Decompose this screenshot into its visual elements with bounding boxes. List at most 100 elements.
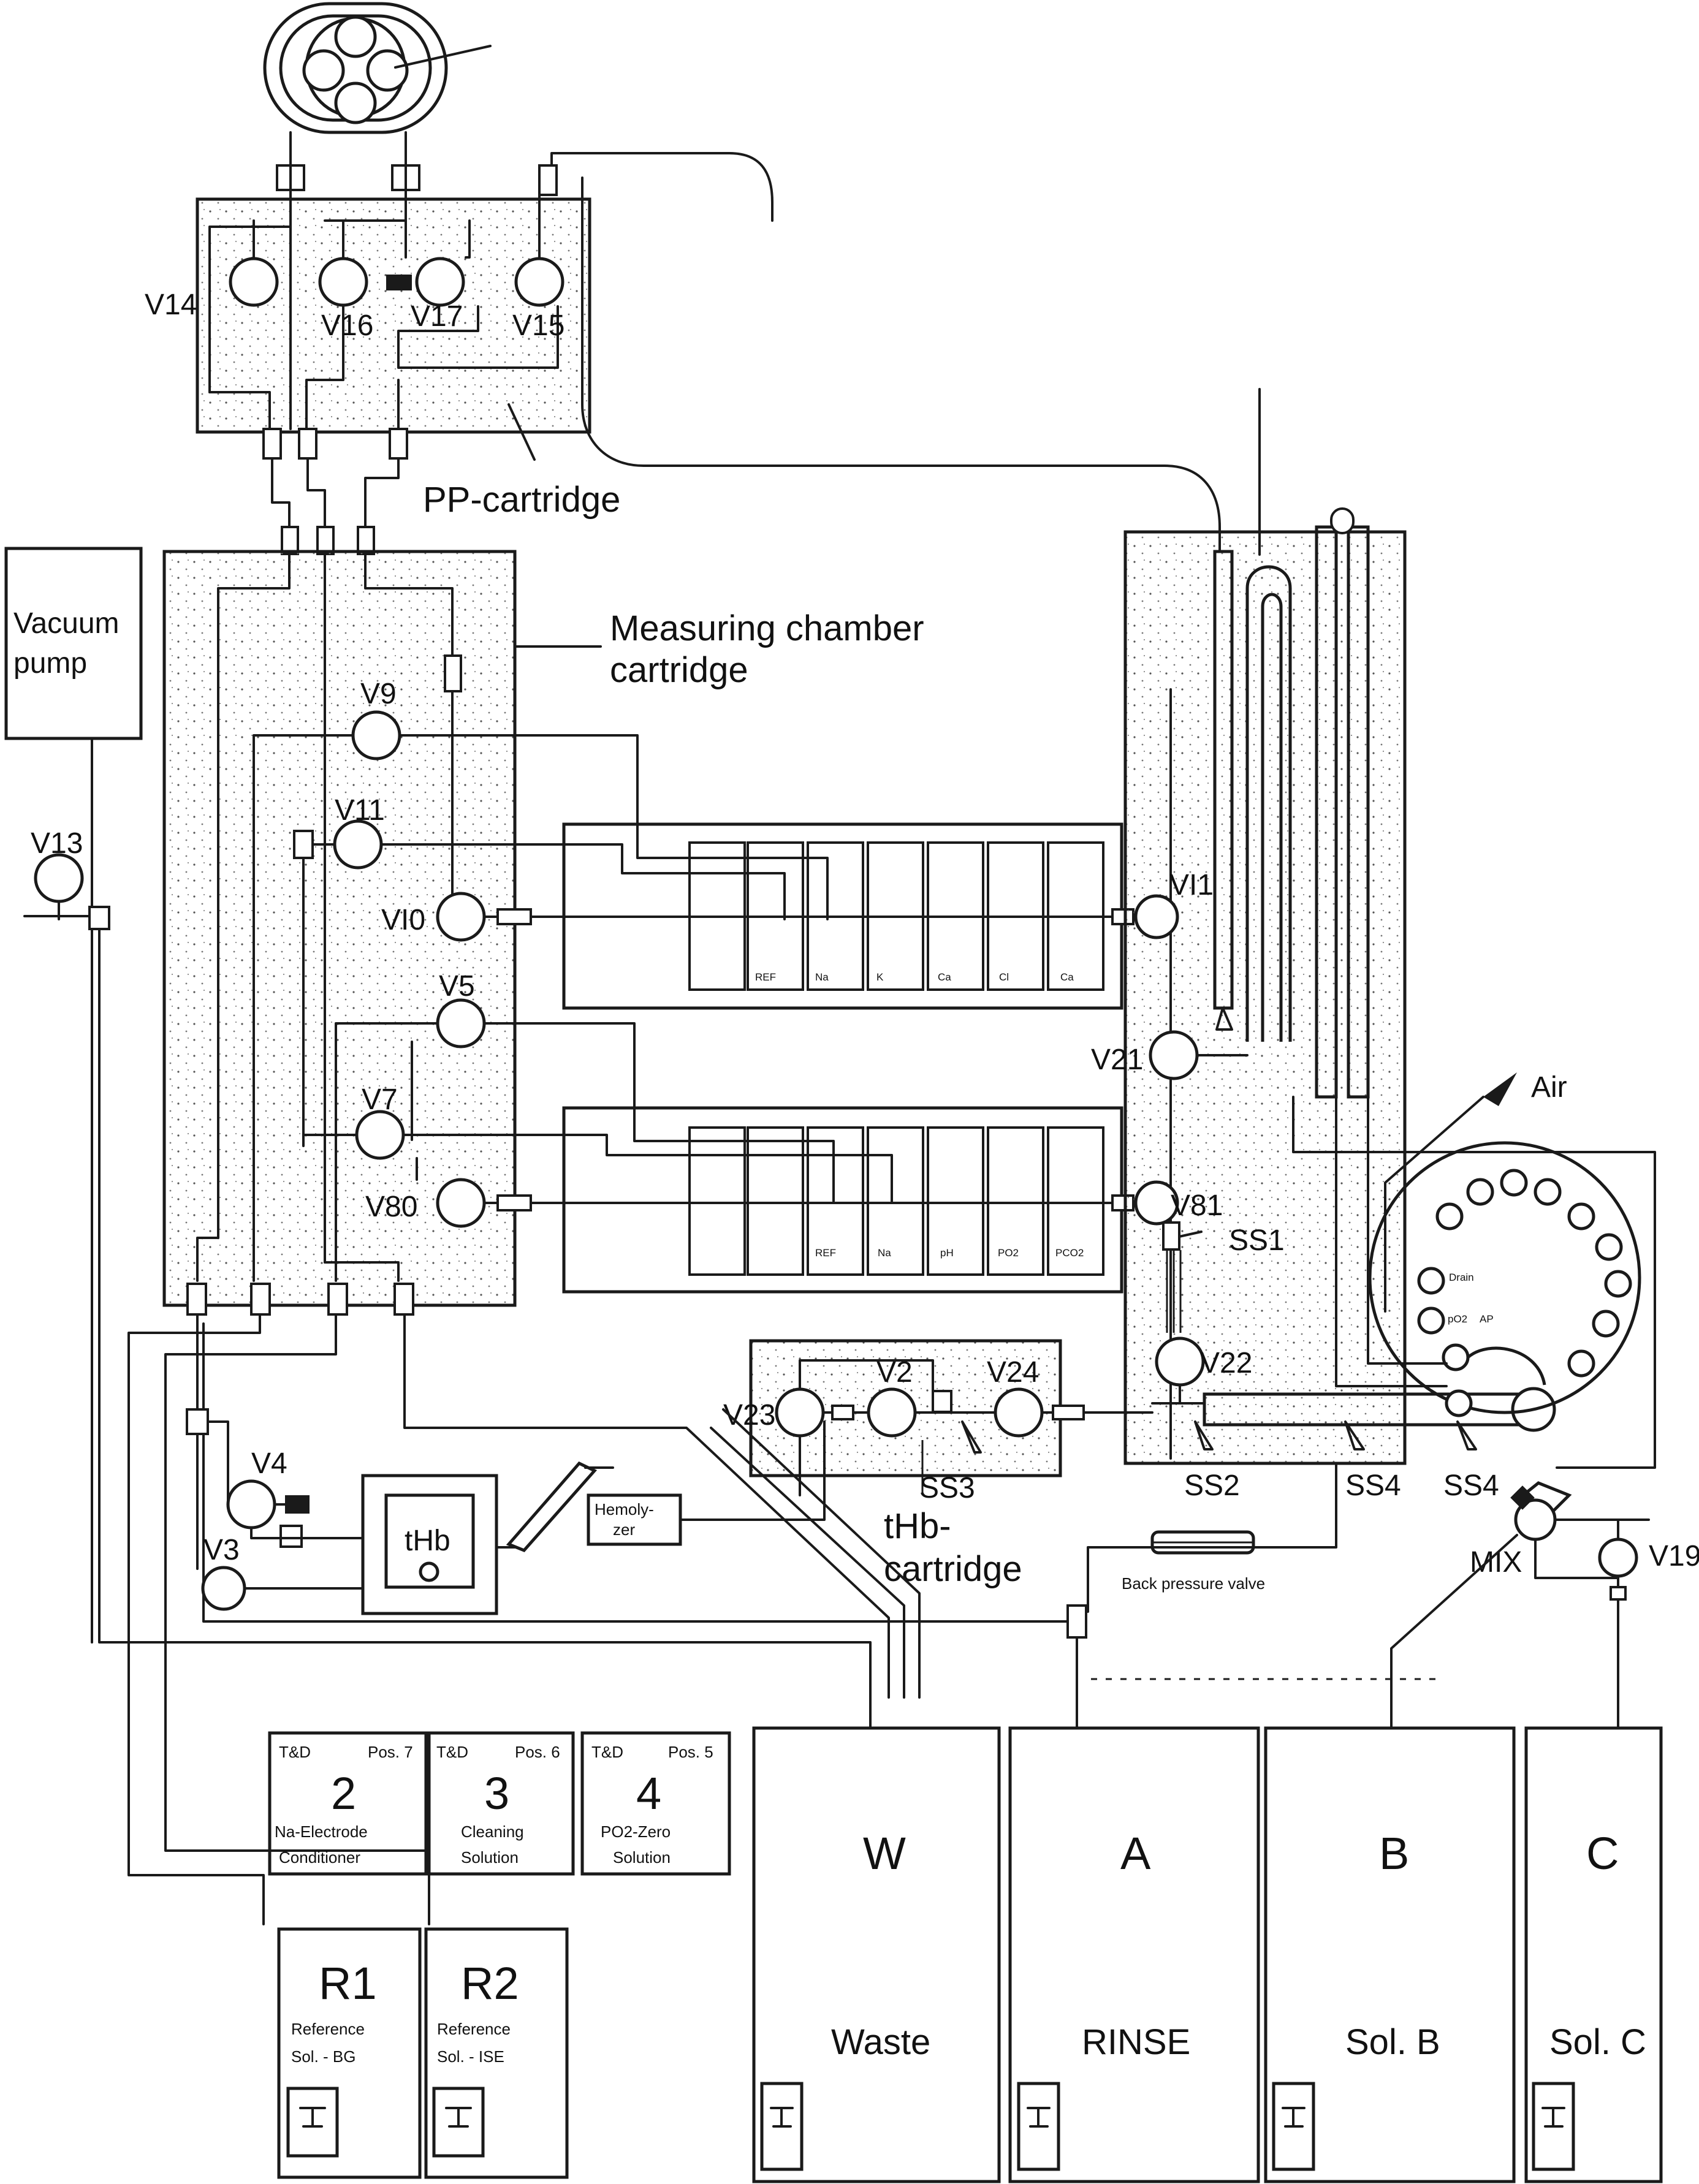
carousel-po2-label: pO2 [1448, 1313, 1467, 1325]
valve-v19 [1598, 1538, 1638, 1578]
td3-number: 4 [636, 1768, 661, 1819]
valve-v2 [867, 1387, 917, 1438]
v81-label: V81 [1171, 1189, 1223, 1222]
v9-label: V9 [360, 678, 397, 710]
td1-line1: Na-Electrode [275, 1822, 368, 1841]
v13-label: V13 [31, 827, 83, 860]
bottle-a-letter: A [1120, 1828, 1151, 1879]
valve-v11 [333, 819, 383, 870]
electrode-module-bottom: REF Na pH PO2 PCO2 [562, 1106, 1135, 1294]
electrode-bottom-2: Na [878, 1247, 891, 1259]
electrode-top-1: REF [755, 971, 776, 983]
td1-header-b: Pos. 7 [368, 1743, 413, 1761]
valve-v3 [201, 1566, 246, 1611]
peristaltic-pump [263, 2, 492, 191]
vacuum-pump-label-1: Vacuum [13, 607, 120, 640]
v5-label: V5 [439, 970, 475, 1003]
td3-header-a: T&D [591, 1743, 623, 1761]
back-pressure-valve-label: Back pressure valve [1122, 1574, 1265, 1593]
measuring-chamber-label-2: cartridge [610, 650, 748, 690]
vi1-label: VI1 [1169, 869, 1214, 901]
r1-code: R1 [319, 1958, 377, 2009]
td1-header-a: T&D [279, 1743, 311, 1761]
ss1-label: SS1 [1229, 1224, 1285, 1257]
v10-label: VI0 [381, 904, 425, 936]
mix-valve-assembly: MIX V19 Back pressure valve [202, 1322, 1699, 1699]
preheater-cartridge: V21 VI1 V81 SS1 V22 SS2 SS4 SS4 [581, 176, 1556, 1533]
pp-cartridge: V14 V16 V17 V15 PP-cartridge [145, 131, 773, 520]
pp-cartridge-label: PP-cartridge [423, 480, 620, 520]
r2-code: R2 [461, 1958, 519, 2009]
electrode-top-2: Na [815, 971, 829, 983]
electrode-bottom-1: REF [815, 1247, 836, 1259]
mix-label: MIX [1470, 1546, 1522, 1579]
td2-line2: Solution [461, 1848, 519, 1867]
bottle-c-letter: C [1586, 1828, 1619, 1879]
td2-header-b: Pos. 6 [515, 1743, 560, 1761]
vacuum-pump: Vacuum pump V13 [4, 547, 872, 1729]
valve-v4 [226, 1479, 276, 1530]
v15-label: V15 [512, 309, 564, 342]
valve-v10 [436, 892, 486, 942]
thb-label: tHb [405, 1525, 450, 1557]
v19-label: V19 [1649, 1540, 1699, 1572]
electrode-top-4: Ca [938, 971, 951, 983]
electrode-bottom-5: PCO2 [1055, 1247, 1084, 1259]
reference-solutions: R1 Reference Sol. - BG R2 Reference Sol.… [277, 1927, 569, 2179]
measuring-chamber-cartridge: Measuring chamber cartridge V9 V11 VI0 V… [162, 550, 1114, 1316]
valve-v22 [1155, 1337, 1205, 1387]
air-label: Air [1531, 1071, 1567, 1104]
td1-number: 2 [331, 1768, 356, 1819]
carousel-ap-label: AP [1480, 1313, 1494, 1325]
electrode-bottom-4: PO2 [998, 1247, 1019, 1259]
hemoglobin-unit: V4 V3 tHb Hemoly- zer [186, 1313, 691, 1615]
valve-v21 [1149, 1030, 1199, 1080]
bottles: W Waste A RINSE B Sol. B C Sol. C [752, 1726, 1663, 2183]
thb-cartridge: V23 V2 V24 SS3 tHb- cartridge [688, 1339, 1154, 1589]
r1-line1: Reference [291, 2020, 365, 2038]
electrode-bottom-3: pH [940, 1247, 954, 1259]
bottle-w-name: Waste [831, 2022, 930, 2062]
valve-v16 [318, 257, 368, 307]
valve-v24 [994, 1387, 1044, 1438]
electrode-top-3: K [876, 971, 884, 983]
td2-header-a: T&D [436, 1743, 468, 1761]
ss4b-label: SS4 [1443, 1469, 1499, 1502]
v4-label: V4 [251, 1447, 287, 1480]
v7-label: V7 [362, 1083, 398, 1116]
hemolyzer-label-1: Hemoly- [595, 1500, 654, 1519]
v24-label: V24 [987, 1356, 1039, 1389]
v21-label: V21 [1091, 1044, 1143, 1076]
td3-header-b: Pos. 5 [668, 1743, 713, 1761]
thb-cartridge-label-2: cartridge [884, 1549, 1022, 1589]
td-positions: T&D Pos. 7 2 Na-Electrode Conditioner T&… [268, 1731, 731, 1876]
measuring-chamber-label-1: Measuring chamber [610, 609, 924, 648]
r1-line2: Sol. - BG [291, 2047, 355, 2066]
v22-label: V22 [1200, 1347, 1252, 1379]
valve-v5 [436, 998, 486, 1048]
v16-label: V16 [321, 309, 373, 342]
v11-label: V11 [335, 794, 385, 827]
td2-number: 3 [484, 1768, 509, 1819]
thb-cartridge-label-1: tHb- [884, 1506, 951, 1546]
v17-label: V17 [411, 300, 463, 333]
v23-label: V23 [723, 1399, 775, 1431]
valve-v9 [351, 710, 401, 760]
carousel-drain-label: Drain [1449, 1272, 1474, 1283]
v14-label: V14 [145, 289, 197, 321]
bottle-b-letter: B [1379, 1828, 1409, 1879]
valve-vi1 [1134, 894, 1179, 939]
electrode-top-6: Ca [1060, 971, 1074, 983]
valve-v14 [229, 257, 279, 307]
ss4a-label: SS4 [1345, 1469, 1401, 1502]
v80-label: V80 [365, 1191, 417, 1223]
bottle-a-name: RINSE [1082, 2022, 1190, 2062]
td2-line1: Cleaning [461, 1822, 524, 1841]
ss2-label: SS2 [1184, 1469, 1240, 1502]
valve-v13 [34, 853, 84, 903]
r2-line1: Reference [437, 2020, 511, 2038]
valve-v7 [355, 1110, 405, 1160]
valve-v23 [775, 1387, 825, 1438]
valve-v15 [514, 257, 564, 307]
